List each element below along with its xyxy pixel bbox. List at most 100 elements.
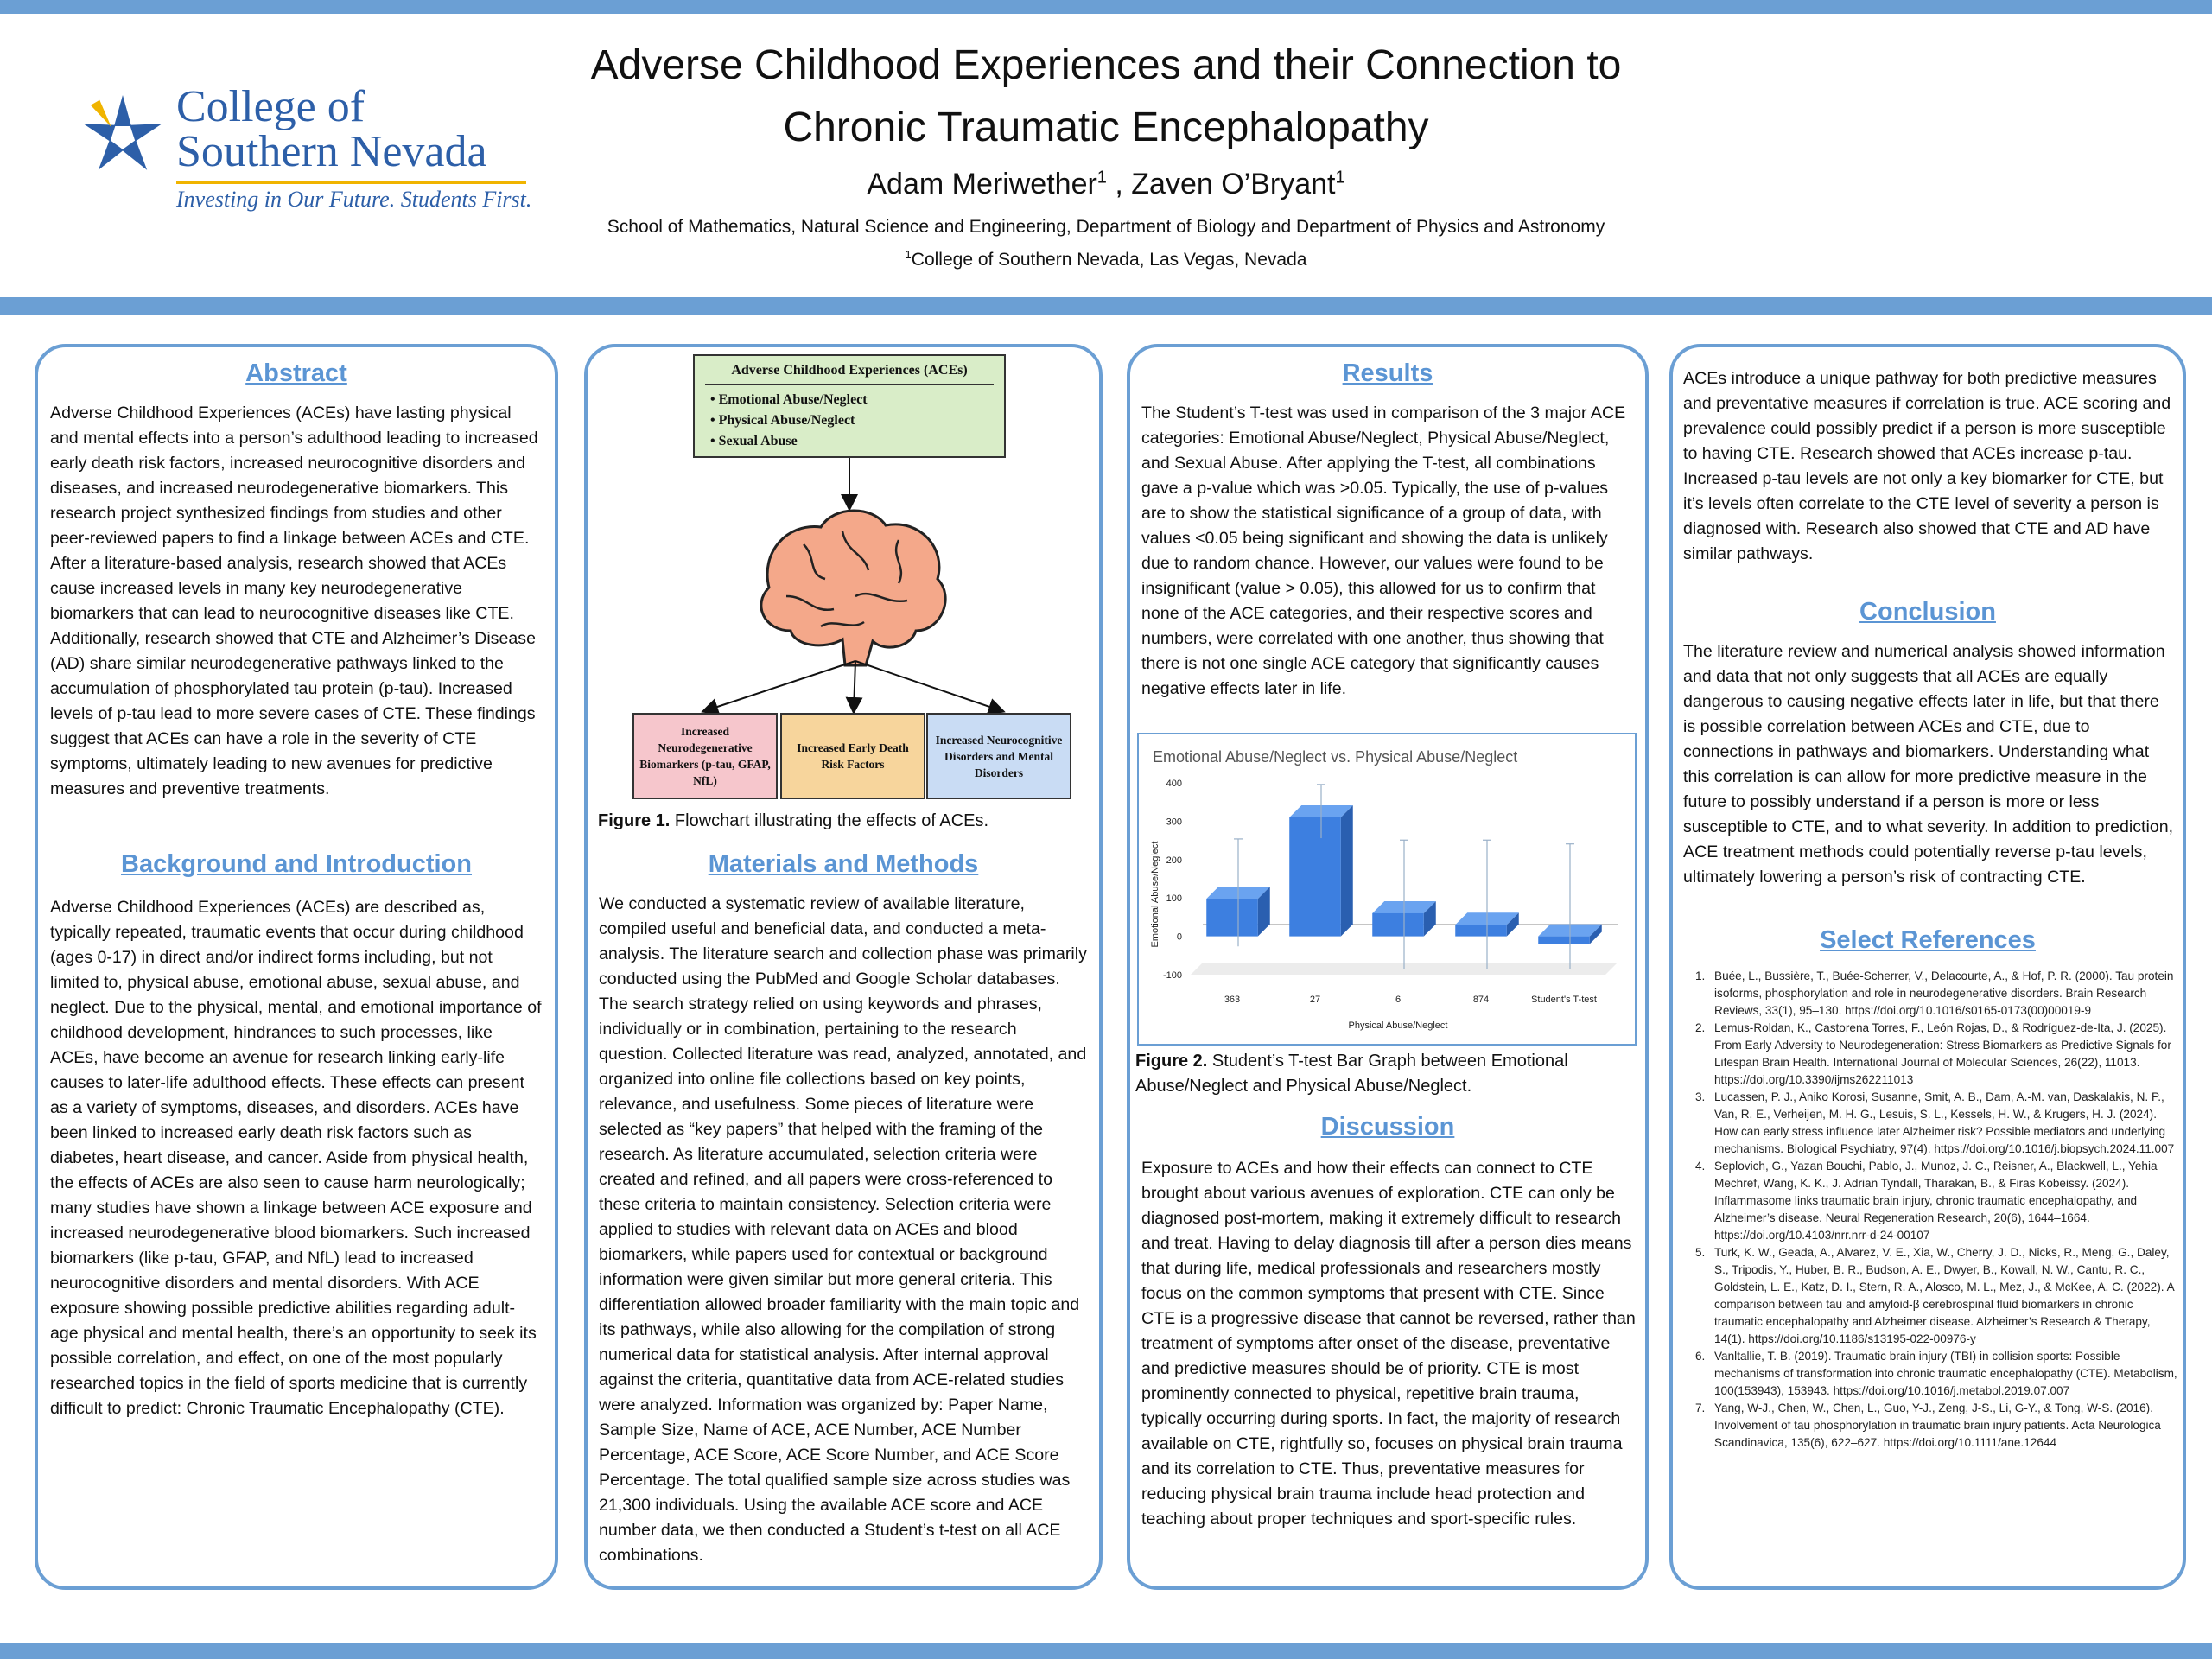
authors: Adam Meriwether1 , Zaven O’Bryant1	[484, 168, 1728, 201]
poster-title-line1: Adverse Childhood Experiences and their …	[590, 42, 1622, 88]
chart-bar-front	[1289, 817, 1341, 937]
chart-y-tick-label: 200	[1166, 855, 1182, 866]
college-logo: College of Southern Nevada Investing in …	[79, 82, 532, 214]
logo-tagline: Investing in Our Future. Students First.	[176, 187, 532, 212]
flowchart-aces-title: Adverse Childhood Experiences (ACEs)	[731, 363, 968, 378]
flowchart-box-biomarkers: Increased Neurodegenerative Biomarkers (…	[632, 713, 778, 799]
chart-y-tick-label: -100	[1163, 970, 1182, 981]
list-item: • Emotional Abuse/Neglect	[710, 392, 868, 407]
chart-error-bar	[1317, 784, 1325, 839]
list-item: 4.Seplovich, G., Yazan Bouchi, Pablo, J.…	[1695, 1160, 2158, 1242]
column4-intro-text: ACEs introduce a unique pathway for both…	[1683, 369, 2171, 563]
author-1-sup: 1	[1096, 168, 1107, 188]
discussion-heading: Discussion	[1320, 1113, 1455, 1141]
figure-2-label: Figure 2.	[1135, 1052, 1208, 1071]
poster-title-line2: Chronic Traumatic Encephalopathy	[783, 105, 1429, 150]
chart-bar-front	[1538, 936, 1590, 944]
chart-y-tick-label: 400	[1166, 779, 1182, 789]
results-text: The Student’s T-test was used in compari…	[1141, 404, 1626, 698]
chart-y-tick-label: 0	[1177, 932, 1182, 943]
figure-2-chart: Emotional Abuse/Neglect vs. Physical Abu…	[1137, 733, 1637, 1046]
references-list: 1.Buée, L., Bussière, T., Buée-Scherrer,…	[1685, 968, 2177, 1452]
flowchart-aces-rule	[705, 384, 994, 385]
arrow-to-box-1	[701, 660, 856, 715]
affiliation-college-text: College of Southern Nevada, Las Vegas, N…	[911, 250, 1307, 270]
list-item: • Sexual Abuse	[710, 434, 798, 448]
chart-bar-side	[1257, 887, 1270, 937]
abstract-heading: Abstract	[245, 359, 347, 387]
arrow-to-box-2	[845, 660, 863, 715]
brain-icon	[760, 509, 947, 667]
top-band	[0, 0, 2212, 14]
list-item: 2.Lemus-Roldan, K., Castorena Torres, F.…	[1695, 1021, 2171, 1086]
chart-bar-side	[1340, 804, 1353, 937]
conclusion-text: The literature review and numerical anal…	[1683, 642, 2174, 887]
chart-y-axis-label: Emotional Abuse/Neglect	[1150, 842, 1160, 948]
affiliation-department: School of Mathematics, Natural Science a…	[607, 217, 1605, 237]
flowchart-connectors	[701, 458, 1006, 715]
list-item: 3.Lucassen, P. J., Aniko Korosi, Susanne…	[1695, 1090, 2175, 1155]
flowchart-box-early-death: Increased Early Death Risk Factors	[780, 713, 925, 799]
affiliation-sup: 1	[905, 248, 912, 261]
chart-y-tick-label: 300	[1166, 817, 1182, 827]
arrow-to-box-3	[855, 660, 1006, 715]
logo-text-college-of: College of	[176, 82, 365, 131]
flowchart-aces-box: Adverse Childhood Experiences (ACEs) • E…	[693, 354, 1006, 458]
references-heading: Select References	[1820, 926, 2036, 954]
list-item: 1.Buée, L., Bussière, T., Buée-Scherrer,…	[1695, 969, 2174, 1017]
chart-bar-front	[1206, 899, 1258, 937]
chart-y-tick-label: 100	[1166, 893, 1182, 904]
figure-1-label: Figure 1.	[598, 811, 671, 830]
chart-x-tick-label: 27	[1310, 995, 1320, 1005]
author-1: Adam Meriwether	[867, 168, 1097, 200]
chart-error-bar	[1566, 843, 1574, 969]
author-separator: ,	[1106, 168, 1132, 200]
methods-heading: Materials and Methods	[708, 850, 979, 878]
chart-error-bar	[1234, 838, 1243, 947]
figure-2-caption: Figure 2. Student’s T-test Bar Graph bet…	[1135, 1049, 1640, 1099]
author-2: Zaven O’Bryant	[1131, 168, 1336, 200]
list-item: 5.Turk, K. W., Geada, A., Alvarez, V. E.…	[1695, 1246, 2174, 1345]
star-emblem-icon	[83, 95, 162, 170]
bottom-band	[0, 1643, 2212, 1659]
chart-error-bar	[1483, 839, 1491, 969]
chart-x-axis-label: Physical Abuse/Neglect	[1349, 1020, 1448, 1031]
chart-x-tick-label: 363	[1224, 995, 1240, 1005]
chart-bar	[1206, 887, 1270, 937]
results-heading: Results	[1342, 359, 1433, 387]
abstract-text: Adverse Childhood Experiences (ACEs) hav…	[50, 404, 538, 798]
affiliation-college: 1College of Southern Nevada, Las Vegas, …	[484, 241, 1728, 274]
list-item: 7.Yang, W-J., Chen, W., Chen, L., Guo, Y…	[1695, 1402, 2161, 1449]
author-2-sup: 1	[1335, 168, 1345, 188]
background-heading: Background and Introduction	[121, 850, 472, 878]
chart-bar-side	[1589, 924, 1602, 944]
chart-x-tick-label: 874	[1473, 995, 1489, 1005]
chart-bar-front	[1372, 912, 1424, 937]
figure-2-text: Student’s T-test Bar Graph between Emoti…	[1135, 1052, 1568, 1096]
list-item: 6.Vanltallie, T. B. (2019). Traumatic br…	[1695, 1350, 2177, 1397]
panel-column-4	[1669, 344, 2186, 1590]
figure-1-caption: Figure 1. Flowchart illustrating the eff…	[598, 809, 1090, 834]
figure-1-text: Flowchart illustrating the effects of AC…	[670, 811, 989, 830]
list-item: • Physical Abuse/Neglect	[710, 413, 855, 428]
logo-gold-rule	[176, 181, 526, 184]
chart-title: Emotional Abuse/Neglect vs. Physical Abu…	[1153, 748, 1517, 766]
logo-text-southern-nevada: Southern Nevada	[176, 127, 487, 176]
conclusion-heading: Conclusion	[1859, 598, 1996, 626]
header-divider-band	[0, 297, 2212, 315]
bar-chart-svg: Emotional Abuse/Neglect vs. Physical Abu…	[1150, 748, 1618, 1031]
flowchart-aces-list: • Emotional Abuse/Neglect • Physical Abu…	[710, 390, 1004, 452]
methods-text: We conducted a systematic review of avai…	[599, 894, 1087, 1565]
chart-bar	[1289, 804, 1353, 937]
panel-column-1	[35, 344, 558, 1590]
chart-bar-side	[1506, 912, 1519, 937]
chart-x-tick-label: Student's T-test	[1531, 995, 1597, 1005]
background-text: Adverse Childhood Experiences (ACEs) are…	[50, 898, 542, 1418]
chart-bar-side	[1423, 900, 1436, 937]
poster-header: Adverse Childhood Experiences and their …	[484, 35, 1728, 274]
chart-bar-front	[1455, 925, 1507, 937]
chart-x-tick-label: 6	[1395, 995, 1401, 1005]
flowchart-box-neurocognitive: Increased Neurocognitive Disorders and M…	[926, 713, 1071, 799]
discussion-text: Exposure to ACEs and how their effects c…	[1141, 1159, 1636, 1529]
chart-error-bar	[1400, 839, 1408, 969]
